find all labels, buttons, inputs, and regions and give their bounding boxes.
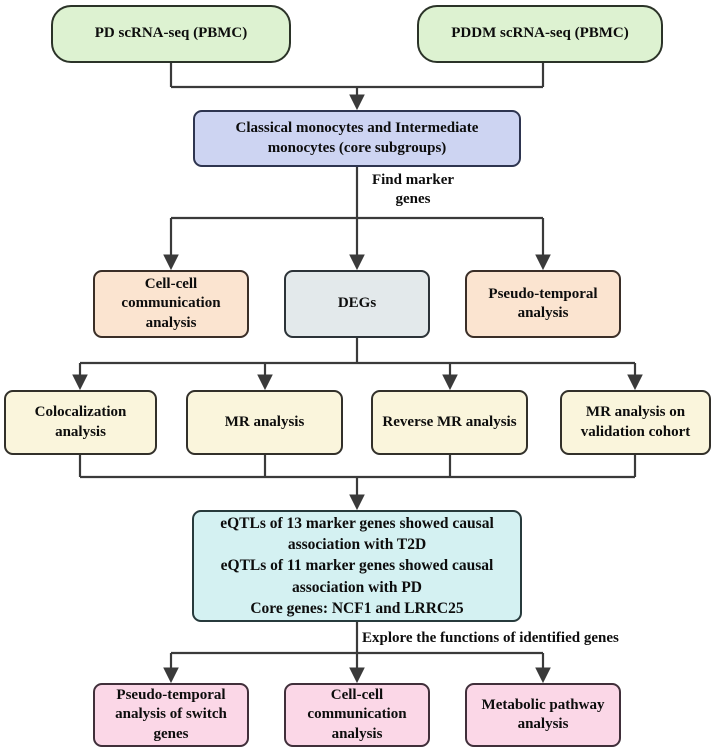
node-cell-cell-communication-analysis-1-label: Cell-cell communication analysis	[121, 276, 221, 331]
node-causal-association-results: eQTLs of 13 marker genes showed causal a…	[192, 510, 522, 622]
result-line-core-genes: Core genes: NCF1 and LRRC25	[250, 600, 464, 618]
node-core-monocyte-subgroups-label: Classical monocytes and Intermediate mon…	[235, 120, 479, 156]
node-degs-label: DEGs	[337, 295, 377, 312]
edge-label-find-marker-genes: Find marker genes	[371, 172, 455, 207]
result-line-t2d: eQTLs of 13 marker genes showed causal a…	[220, 514, 494, 553]
node-pd-scrna-seq-label: PD scRNA-seq (PBMC)	[94, 25, 248, 42]
node-metabolic-pathway-analysis-label: Metabolic pathway analysis	[481, 696, 605, 732]
node-mr-analysis-validation-cohort: MR analysis on validation cohort	[560, 390, 711, 455]
node-pseudo-temporal-switch-genes-label: Pseudo-temporal analysis of switch genes	[115, 687, 227, 742]
edge-label-explore-functions: Explore the functions of identified gene…	[362, 630, 619, 646]
node-cell-cell-communication-analysis-1: Cell-cell communication analysis	[93, 270, 249, 338]
node-metabolic-pathway-analysis: Metabolic pathway analysis	[465, 683, 621, 747]
node-pseudo-temporal-analysis-label: Pseudo-temporal analysis	[488, 285, 598, 321]
node-cell-cell-communication-analysis-2: Cell-cell communication analysis	[284, 683, 430, 747]
node-mr-analysis: MR analysis	[186, 390, 343, 455]
node-cell-cell-communication-analysis-2-label: Cell-cell communication analysis	[307, 687, 407, 742]
node-mr-analysis-validation-cohort-label: MR analysis on validation cohort	[580, 404, 691, 440]
node-pddm-scrna-seq: PDDM scRNA-seq (PBMC)	[417, 5, 663, 63]
node-degs: DEGs	[284, 270, 430, 338]
node-reverse-mr-analysis: Reverse MR analysis	[371, 390, 528, 455]
node-pseudo-temporal-analysis: Pseudo-temporal analysis	[465, 270, 621, 338]
node-pd-scrna-seq: PD scRNA-seq (PBMC)	[51, 5, 291, 63]
node-reverse-mr-analysis-label: Reverse MR analysis	[382, 413, 517, 430]
node-core-monocyte-subgroups: Classical monocytes and Intermediate mon…	[193, 110, 521, 167]
node-colocalization-analysis-label: Colocalization analysis	[34, 404, 127, 440]
result-line-pd: eQTLs of 11 marker genes showed causal a…	[220, 557, 494, 596]
node-mr-analysis-label: MR analysis	[224, 413, 305, 430]
node-colocalization-analysis: Colocalization analysis	[4, 390, 157, 455]
node-pseudo-temporal-switch-genes: Pseudo-temporal analysis of switch genes	[93, 683, 249, 747]
node-pddm-scrna-seq-label: PDDM scRNA-seq (PBMC)	[451, 25, 629, 42]
